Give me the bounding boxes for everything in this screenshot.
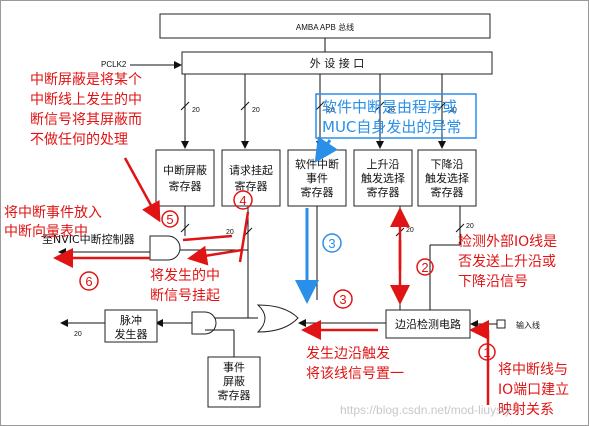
bus-width-2: 20 bbox=[252, 107, 260, 114]
bus-width-3: 20 bbox=[327, 107, 335, 114]
mapping-note-1: 将中断线与 bbox=[498, 362, 568, 378]
software-note-2: MUC自身发出的异常 bbox=[322, 118, 461, 136]
software-note-box bbox=[315, 93, 477, 139]
put-event-note-1: 将中断事件放入 bbox=[4, 205, 102, 221]
event-line1: 事件 bbox=[223, 361, 245, 374]
rising-line3: 寄存器 bbox=[367, 185, 400, 199]
interrupt-mask-register bbox=[155, 149, 215, 207]
interrupt-mask-line2: 寄存器 bbox=[169, 179, 202, 193]
mask-note-2: 中断线上发生的中 bbox=[30, 92, 142, 108]
software-note-1: 软件中断是由程序或 bbox=[322, 98, 457, 116]
peripheral-interface bbox=[181, 51, 493, 75]
event-mask-register bbox=[207, 356, 261, 408]
mask-note-4: 不做任何的处理 bbox=[30, 132, 128, 148]
step-3-red bbox=[333, 289, 353, 309]
step-1-label: 1 bbox=[483, 345, 490, 360]
bus-label: AMBA APB 总线 bbox=[296, 22, 354, 32]
bus-width-7: 20 bbox=[466, 223, 474, 230]
step-6 bbox=[79, 271, 99, 291]
event-line3: 寄存器 bbox=[218, 388, 251, 402]
red-flow-arrows bbox=[53, 157, 490, 405]
falling-edge-register bbox=[417, 149, 477, 207]
pulse-line1: 脉冲 bbox=[120, 313, 142, 327]
edge-set-note-1: 发生边沿触发 bbox=[306, 346, 390, 362]
register-bus-lines bbox=[180, 74, 447, 149]
event-line2: 屏蔽 bbox=[223, 375, 245, 388]
step-3-red-label: 3 bbox=[339, 292, 346, 307]
bus-width-8: 20 bbox=[226, 229, 234, 236]
software-line1: 软件中断 bbox=[295, 157, 339, 171]
edge-check-note-3: 下降沿信号 bbox=[458, 274, 528, 290]
step-4-label: 4 bbox=[239, 193, 246, 208]
falling-line1: 下降沿 bbox=[431, 157, 464, 171]
rising-line2: 触发选择 bbox=[361, 171, 405, 185]
bus-width-4: 20 bbox=[387, 107, 395, 114]
blue-flow-arrows bbox=[295, 136, 338, 304]
falling-line2: 触发选择 bbox=[425, 171, 469, 185]
step-2 bbox=[416, 258, 434, 276]
mask-note-3: 断信号将其屏蔽而 bbox=[30, 112, 142, 128]
step-2-label: 2 bbox=[421, 260, 428, 275]
mapping-note-3: 映射关系 bbox=[498, 402, 554, 418]
edge-check-note-1: 检测外部IO线是 bbox=[458, 234, 557, 250]
step-3-blue bbox=[322, 233, 342, 253]
edge-check-note-2: 否发送上升沿或 bbox=[458, 254, 556, 270]
nvic-label: 至NVIC中断控制器 bbox=[42, 232, 135, 246]
pending-note-1: 将发生的中 bbox=[150, 268, 220, 284]
peripheral-interface-label: 外 设 接 口 bbox=[310, 57, 365, 70]
interrupt-mask-line1: 中断屏蔽 bbox=[163, 163, 207, 177]
put-event-note-2: 中断向量表中 bbox=[4, 224, 88, 240]
pending-note-2: 断信号挂起 bbox=[150, 288, 220, 304]
falling-line3: 寄存器 bbox=[431, 185, 464, 199]
step-3-blue-label: 3 bbox=[328, 236, 335, 251]
rising-line1: 上升沿 bbox=[367, 158, 400, 171]
step-1 bbox=[478, 343, 496, 361]
bus-width-5: 20 bbox=[449, 107, 457, 114]
bus-width-10: 20 bbox=[74, 331, 82, 338]
step-5-label: 5 bbox=[166, 212, 173, 227]
watermark: https://blog.csdn.net/mod-liuysiy bbox=[340, 403, 511, 417]
step-5 bbox=[161, 210, 179, 228]
mapping-note-2: IO端口建立 bbox=[498, 382, 569, 398]
bus-width-6: 20 bbox=[406, 227, 414, 234]
nvic-and-gate bbox=[149, 235, 181, 261]
bus-width-1: 20 bbox=[192, 107, 200, 114]
pulse-line2: 发生器 bbox=[115, 327, 148, 341]
step-6-label: 6 bbox=[85, 274, 92, 289]
edge-detect-label: 边沿检测电路 bbox=[395, 317, 461, 331]
input-pin bbox=[496, 319, 506, 329]
step-4 bbox=[233, 190, 253, 210]
mask-note-1: 中断屏蔽是将某个 bbox=[30, 72, 142, 88]
rising-edge-register bbox=[353, 149, 413, 207]
step-markers: 1 2 3 3 4 5 6 bbox=[79, 190, 496, 361]
software-line3: 寄存器 bbox=[301, 185, 334, 199]
software-line2: 事件 bbox=[306, 172, 328, 185]
or-gate bbox=[256, 304, 299, 333]
pulse-generator bbox=[104, 309, 158, 343]
pending-line1: 请求挂起 bbox=[229, 163, 273, 177]
edge-set-note-2: 将该线信号置一 bbox=[306, 366, 404, 382]
pending-line2: 寄存器 bbox=[235, 179, 268, 193]
pclk-label: PCLK2 bbox=[101, 60, 127, 69]
input-line-label: 输入线 bbox=[516, 320, 540, 330]
pulse-and-gate bbox=[191, 311, 217, 335]
